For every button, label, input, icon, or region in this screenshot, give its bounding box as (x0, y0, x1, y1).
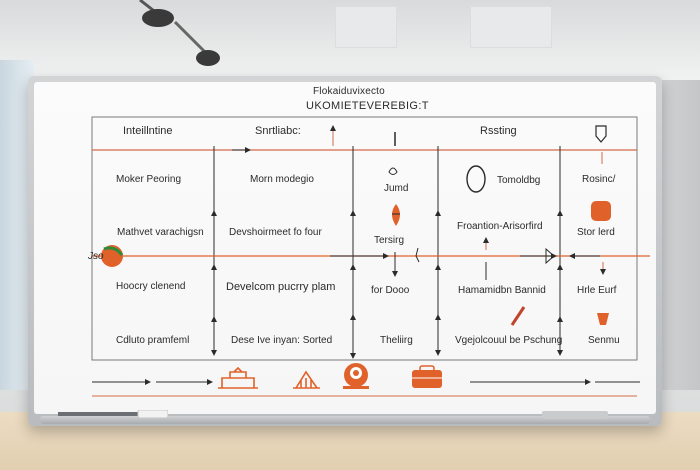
marker-tray (40, 416, 650, 424)
cell-r3c4: Hamamidbn Bannid (458, 285, 546, 296)
board-title-line1: Flokaiduvixecto (313, 86, 385, 97)
marker-pen-icon[interactable] (58, 410, 168, 418)
eraser[interactable] (542, 411, 608, 419)
whiteboard (34, 82, 656, 414)
ceiling-panel (335, 6, 397, 48)
lightbulb-icon (392, 204, 400, 226)
shield-icon (595, 125, 607, 143)
cell-r1c2: Morn modegio (250, 174, 314, 185)
ceiling-camera-icon (139, 0, 220, 66)
cell-r1c4: Tomoldbg (497, 175, 541, 186)
pin-icon (388, 167, 398, 175)
cell-r2c1: Mathvet varachigsn (117, 227, 204, 238)
header-col1: Inteillntine (123, 125, 173, 137)
cell-r4c1: Cdluto pramfeml (116, 335, 190, 346)
side-label: Jso (88, 251, 104, 262)
cell-r1c3: Jumd (384, 183, 409, 194)
wall (655, 80, 700, 390)
chevron-icon (415, 247, 555, 265)
flag-icon (597, 313, 609, 325)
cell-r1c1: Moker Peoring (116, 174, 182, 185)
cell-r4c3: Theliirg (380, 335, 413, 346)
cell-r4c4: Vgejolcouul be Pschung (455, 335, 563, 346)
cell-r3c5: Hrle Eurf (577, 285, 617, 296)
ceiling (0, 0, 700, 70)
ceiling-panel (470, 6, 552, 48)
cell-r2c3: Tersirg (374, 235, 405, 246)
table-border (91, 116, 638, 361)
cell-r3c3: for Dooo (371, 285, 410, 296)
pencil-icon (510, 306, 526, 326)
cell-r2c4: Froantion-Arisorfird (457, 221, 543, 232)
toolbox-icon (412, 365, 442, 388)
rocket-bridge-icon (293, 370, 320, 389)
board-title-line2: UKOMIETEVEREBIG:T (306, 100, 429, 112)
cell-r2c2: Devshoirmeet fo four (229, 227, 322, 238)
target-icon (343, 363, 369, 389)
cell-r3c1: Hoocry clenend (116, 281, 186, 292)
bridge-icon (218, 366, 258, 389)
header-col3: Rssting (480, 125, 517, 137)
badge-icon (591, 201, 611, 221)
cell-r2c5: Stor lerd (577, 227, 615, 238)
lightbulb-side-icon (101, 245, 124, 267)
cell-r4c5: Senmu (588, 335, 620, 346)
egg-icon (466, 165, 486, 193)
cell-r3c2: Develcom pucrry plam (226, 281, 336, 293)
cell-r4c2: Dese Ive inyan: Sorted (231, 335, 333, 346)
cell-r1c5: Rosinc/ (582, 174, 616, 185)
header-col2: Snrtliabc: (255, 125, 301, 137)
